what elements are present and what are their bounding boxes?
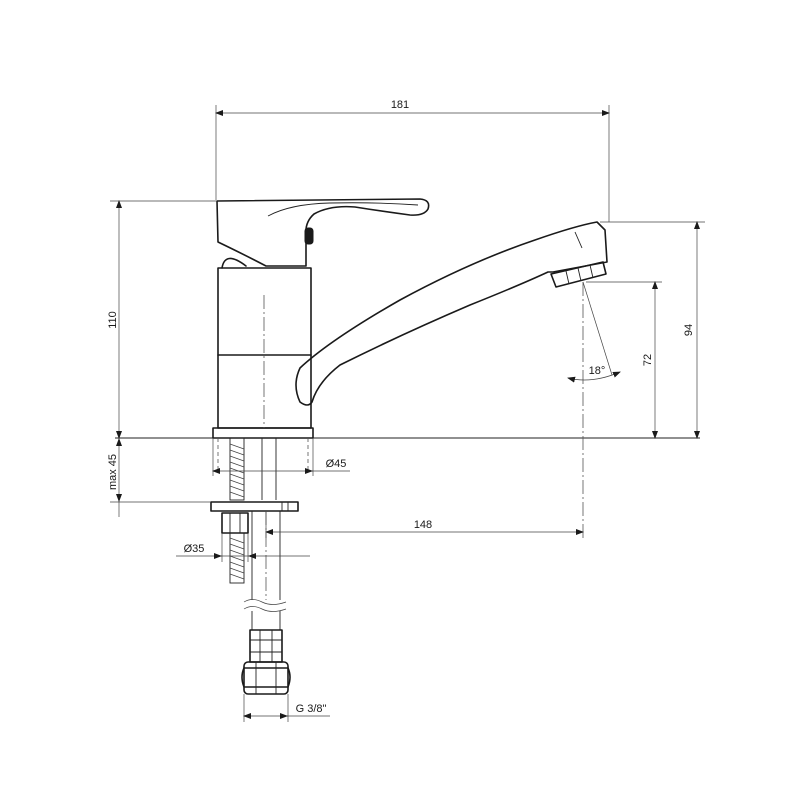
dimension-72: 72 (586, 281, 662, 439)
aerator (550, 261, 607, 288)
thread-hatching (229, 537, 245, 580)
break-line-top (243, 599, 287, 605)
dim-mount-diameter: Ø35 (184, 543, 205, 555)
hex-nut-body (243, 661, 289, 695)
dimension-110: 110 (107, 200, 216, 439)
aerator-rib (565, 270, 570, 285)
threaded-rod (229, 437, 245, 501)
dimension-94: 94 (600, 221, 705, 439)
fitting-collar (249, 629, 283, 663)
dim-spout-angle: 18° (589, 365, 606, 377)
dimension-angle-18: 18° (567, 281, 621, 540)
body-base-ring (212, 427, 314, 439)
break-line-bottom (243, 606, 287, 612)
dimension-max-45: max 45 (107, 438, 211, 517)
body-shoulder (221, 257, 247, 269)
lever-crease (267, 202, 419, 217)
dim-total-height: 110 (107, 311, 119, 329)
dim-spout-reach: 148 (414, 519, 432, 531)
lever-handle (216, 198, 430, 267)
dimension-g38: G 3/8" (243, 694, 330, 722)
mounting-assembly (210, 437, 309, 695)
mounting-plate (210, 501, 299, 512)
dimension-148: 148 (265, 511, 584, 538)
dim-spout-height: 94 (683, 324, 695, 336)
dim-overall-width: 181 (391, 99, 409, 111)
dimension-diameter-35: Ø35 (176, 533, 310, 562)
lever-button (304, 227, 314, 245)
dim-outlet-clearance: 72 (642, 354, 654, 366)
thread-hatching (229, 443, 245, 498)
dimension-diameter-45: Ø45 (212, 438, 350, 476)
spout-detail (574, 231, 583, 249)
hex-nut (241, 667, 291, 688)
aerator-rib (589, 264, 594, 279)
mounting-nut (221, 512, 249, 534)
dim-counter-thickness: max 45 (107, 454, 119, 490)
spout (295, 221, 608, 406)
threaded-rod-lower (229, 532, 245, 584)
dim-body-diameter: Ø45 (326, 458, 347, 470)
dimension-181: 181 (215, 99, 610, 222)
faucet-outline (115, 198, 700, 439)
aerator-rib (577, 267, 582, 282)
body-cylinder (217, 267, 312, 429)
dim-connection-thread: G 3/8" (296, 703, 327, 715)
